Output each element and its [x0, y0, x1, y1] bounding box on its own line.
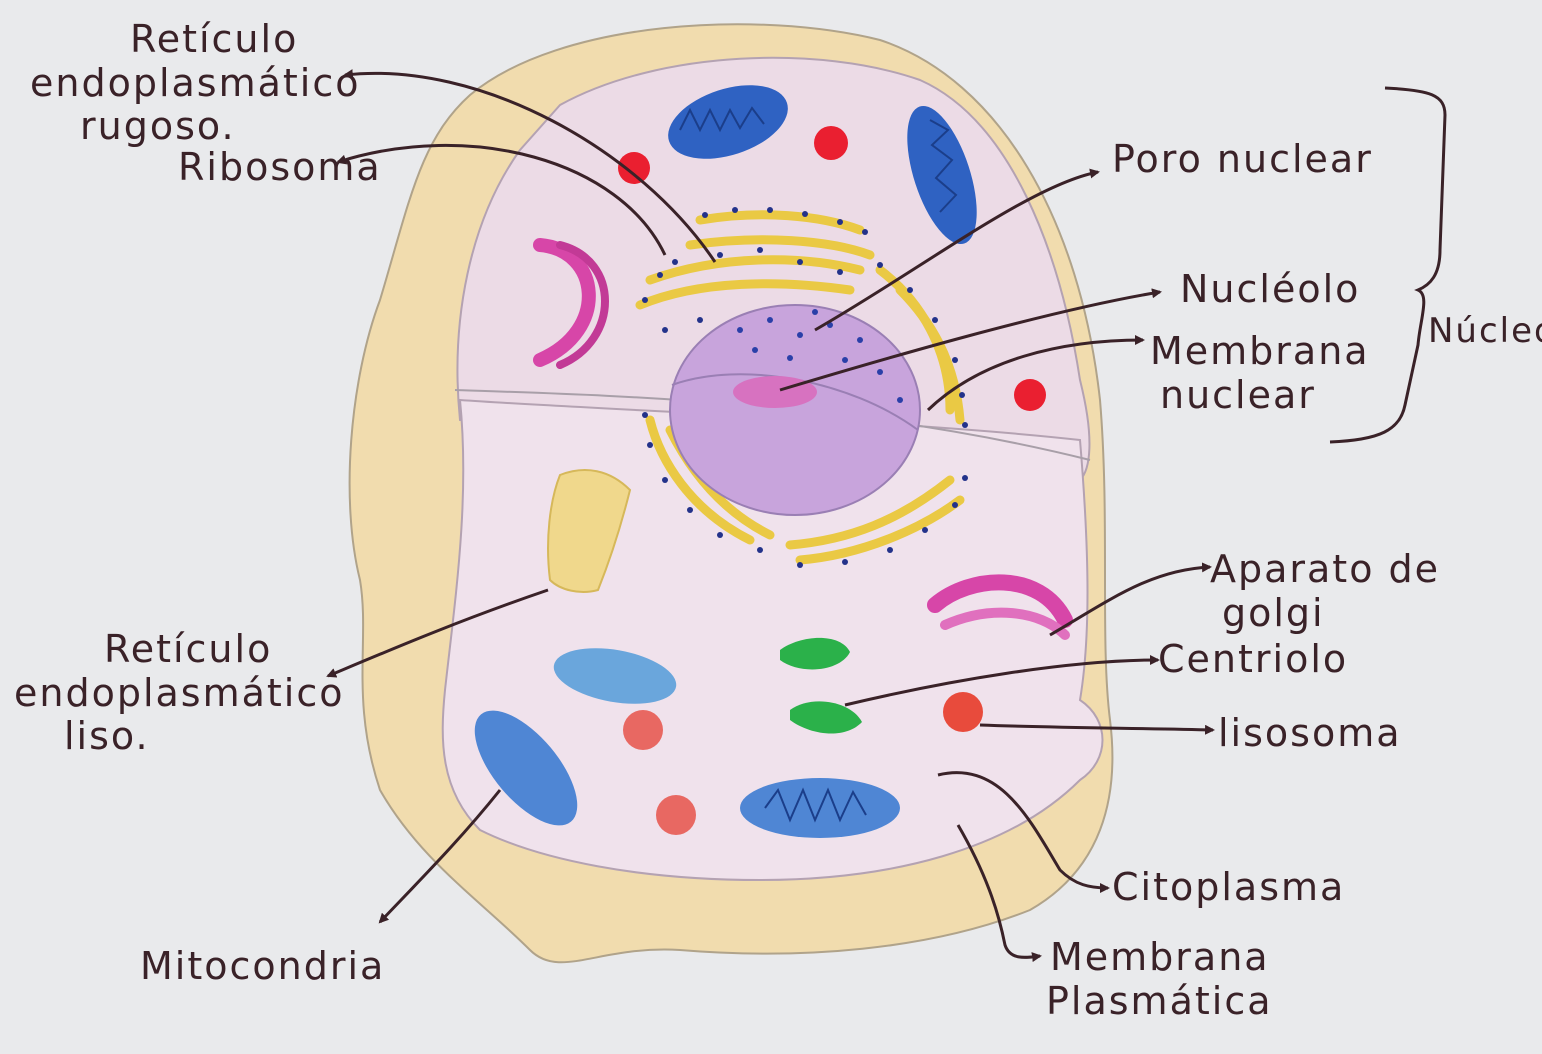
label-cytoplasm: Citoplasma	[1112, 866, 1345, 910]
label-rough-er: Retículo endoplasmático rugoso.	[30, 18, 361, 149]
label-lysosome: lisosoma	[1218, 712, 1402, 756]
label-golgi: Aparato de golgi	[1210, 548, 1440, 635]
label-ribosome: Ribosoma	[178, 146, 382, 190]
label-centriole: Centriolo	[1158, 638, 1348, 682]
nucleolus	[733, 376, 817, 408]
label-nucleus: Núcleo	[1428, 312, 1542, 351]
label-nucleolus: Nucléolo	[1180, 268, 1360, 312]
label-smooth-er: Retículo endoplasmático liso.	[14, 628, 345, 759]
label-plasma-membrane: Membrana Plasmática	[1046, 936, 1273, 1023]
nucleus	[670, 305, 920, 515]
label-mitochondria: Mitocondria	[140, 945, 385, 989]
label-nuclear-pore: Poro nuclear	[1112, 138, 1373, 182]
label-nuclear-membrane: Membrana nuclear	[1150, 330, 1370, 417]
